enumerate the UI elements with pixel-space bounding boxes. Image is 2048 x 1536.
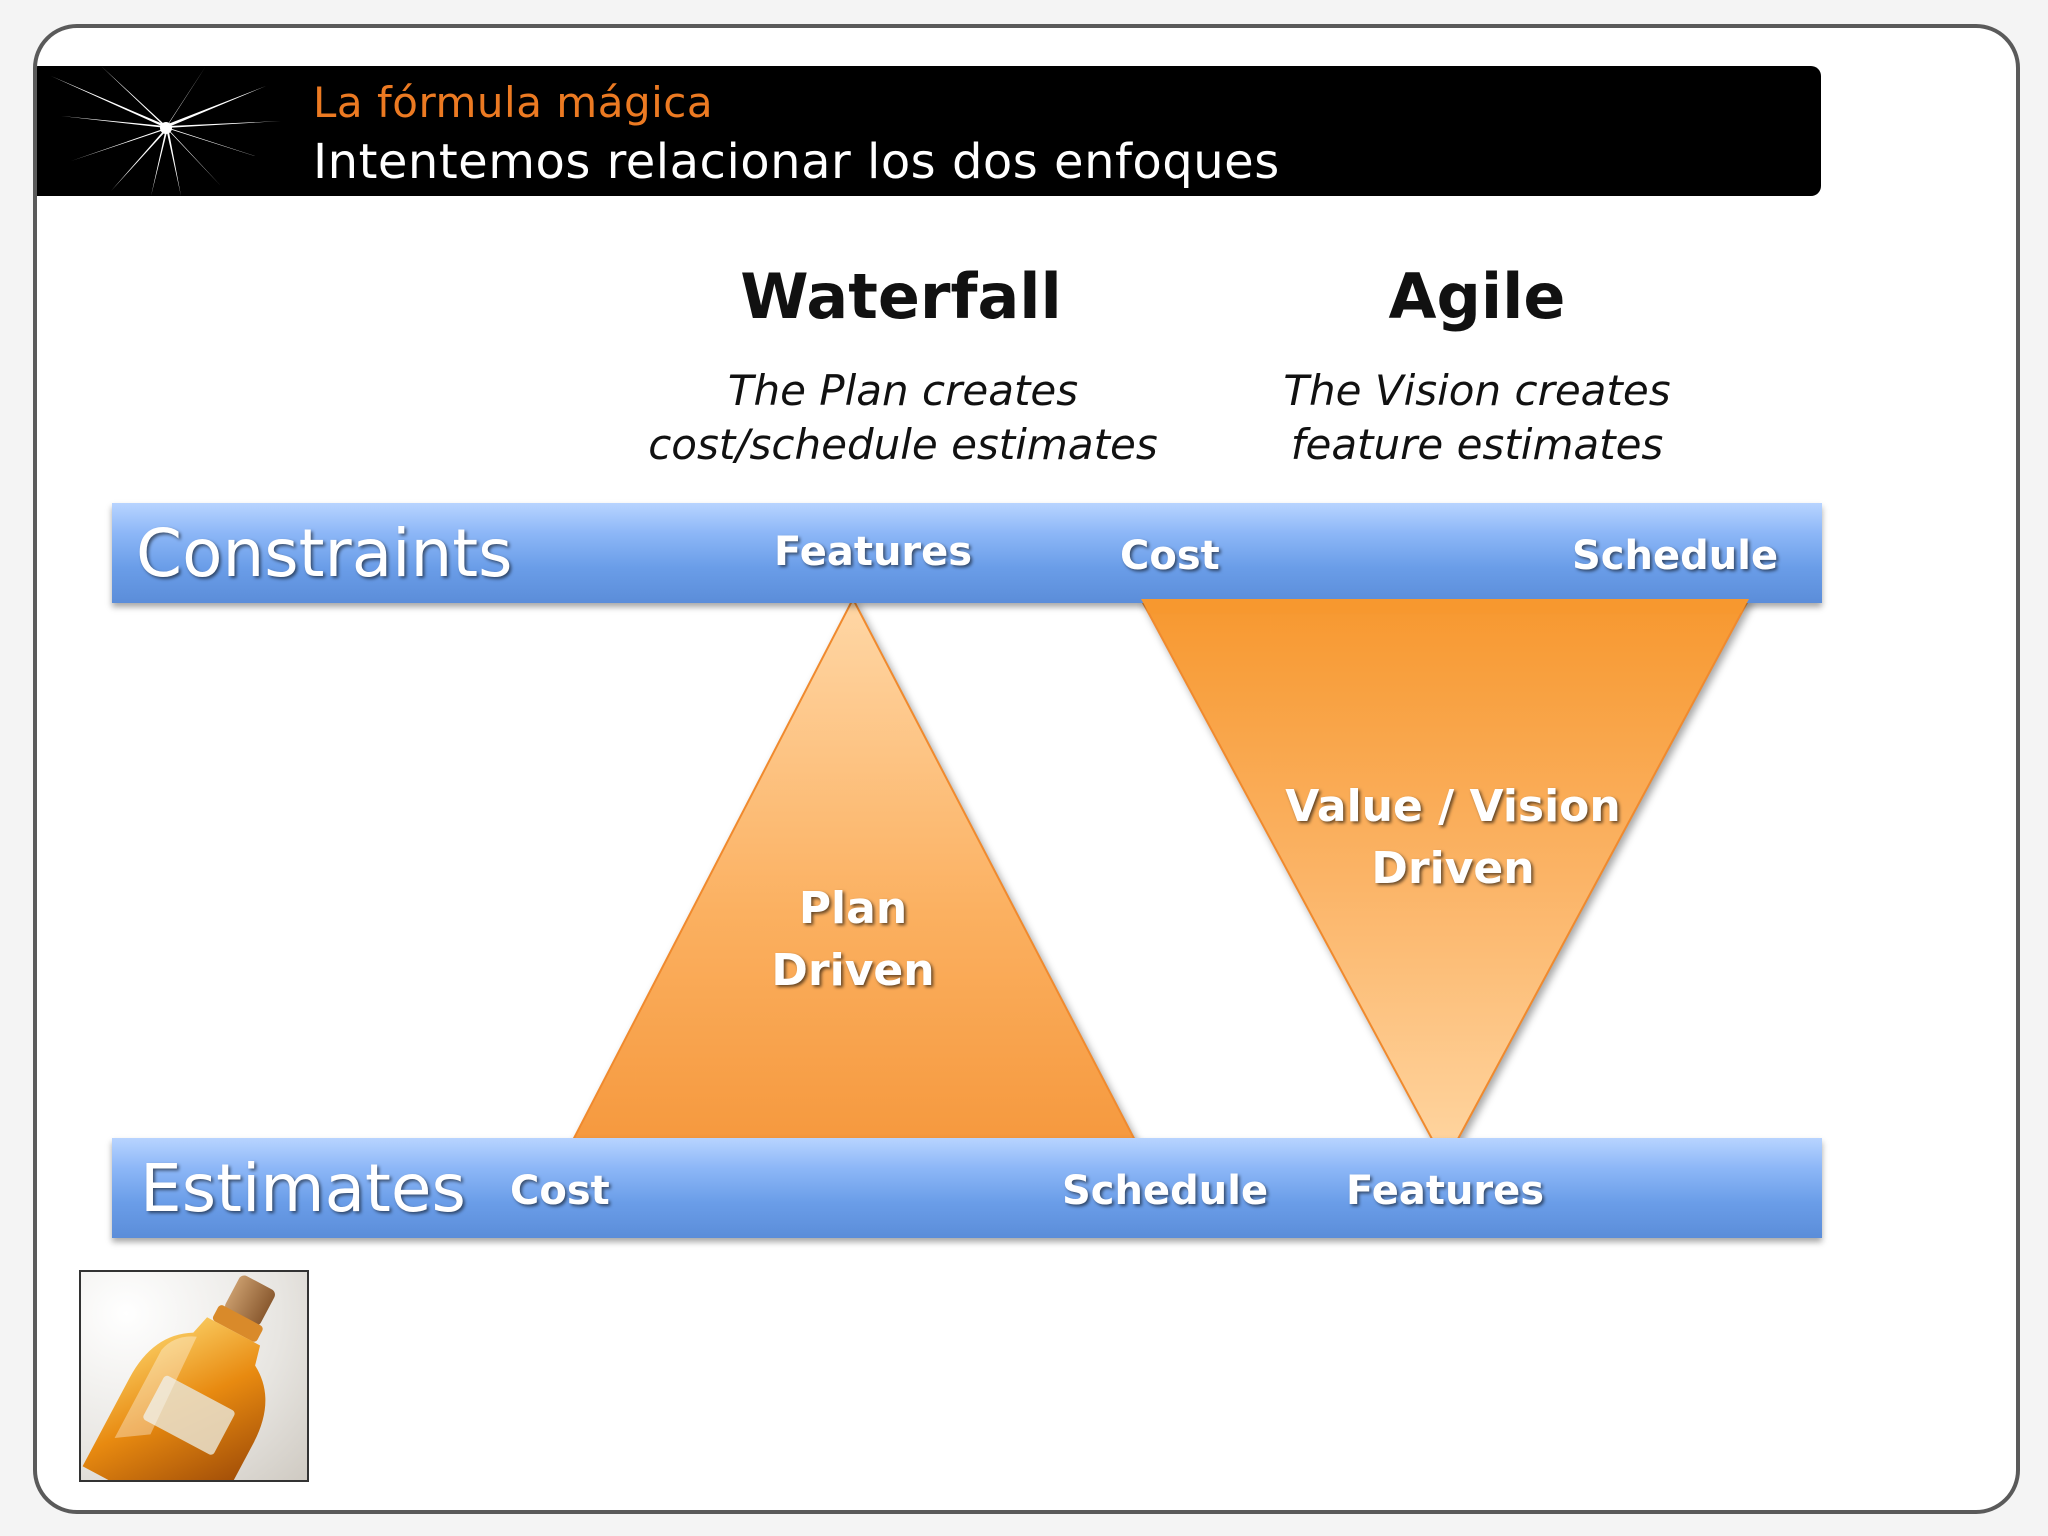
agile-desc-line2: feature estimates <box>1290 420 1664 469</box>
agile-triangle-cap <box>1141 599 1749 613</box>
agile-desc-line1: The Vision creates <box>1283 366 1671 415</box>
estimates-label: Estimates <box>140 1150 466 1227</box>
plan-driven-line2: Driven <box>771 945 935 996</box>
value-driven-line1: Value / Vision <box>1285 781 1621 832</box>
waterfall-description: The Plan creates cost/schedule estimates <box>603 364 1203 472</box>
constraints-band: Constraints Features Cost Schedule <box>112 503 1822 603</box>
potion-bottle-photo <box>79 1270 309 1482</box>
constraints-schedule: Schedule <box>1572 533 1779 579</box>
agile-description: The Vision creates feature estimates <box>1177 364 1777 472</box>
estimates-cost: Cost <box>510 1168 610 1214</box>
estimates-band: Estimates Cost Schedule Features <box>112 1138 1822 1238</box>
estimates-schedule: Schedule <box>1062 1168 1269 1214</box>
header-subtitle: Intentemos relacionar los dos enfoques <box>313 134 1280 190</box>
constraints-label: Constraints <box>136 515 513 592</box>
waterfall-desc-line1: The Plan creates <box>727 366 1079 415</box>
estimates-features: Features <box>1346 1168 1545 1214</box>
plan-driven-line1: Plan <box>798 883 908 934</box>
waterfall-desc-line2: cost/schedule estimates <box>648 420 1158 469</box>
value-driven-label: Value / Vision Driven <box>1253 776 1653 900</box>
constraints-features: Features <box>774 529 973 575</box>
title-bar: La fórmula mágica Intentemos relacionar … <box>37 66 1821 196</box>
bottle-icon <box>82 1275 275 1480</box>
sunburst-icon <box>51 66 281 196</box>
constraints-cost: Cost <box>1120 533 1220 579</box>
plan-driven-label: Plan Driven <box>703 878 1003 1002</box>
slide: La fórmula mágica Intentemos relacionar … <box>33 24 2020 1514</box>
waterfall-heading: Waterfall <box>740 260 1062 333</box>
header-title: La fórmula mágica <box>313 78 714 127</box>
value-driven-line2: Driven <box>1371 843 1535 894</box>
agile-heading: Agile <box>1388 260 1566 333</box>
